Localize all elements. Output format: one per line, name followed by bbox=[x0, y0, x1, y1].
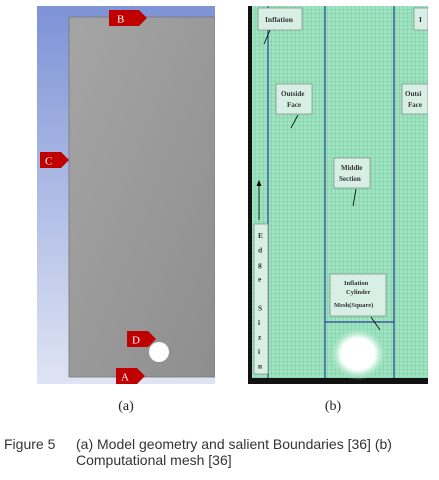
middle-section-line-2: Section bbox=[339, 175, 361, 183]
marker-c-label: C bbox=[45, 156, 52, 168]
edge-sizing-letter: d bbox=[258, 246, 263, 255]
outside-face-line-1: Outside bbox=[281, 90, 304, 98]
outside-face-callout: Outside Face bbox=[275, 83, 313, 129]
caption-text: (a) Model geometry and salient Boundarie… bbox=[76, 436, 392, 468]
marker-d-label: D bbox=[132, 335, 140, 347]
boundary-marker-c: C bbox=[40, 152, 69, 168]
panel-b-sublabel: (b) bbox=[324, 399, 342, 414]
middle-section-callout: Middle Section bbox=[333, 157, 371, 207]
edge-sizing-letter: n bbox=[258, 362, 263, 371]
boundary-marker-a: A bbox=[116, 368, 145, 384]
inflation-cylinder-line-1: Inflation bbox=[344, 280, 369, 287]
edge-sizing-letter: S bbox=[258, 304, 262, 313]
edge-sizing-letter: e bbox=[258, 275, 262, 284]
domain-rectangle bbox=[68, 16, 215, 378]
outside-face-right-callout: Outsi Face bbox=[401, 83, 428, 115]
edge-sizing-letter: z bbox=[258, 333, 262, 342]
computational-mesh-figure: Inflation I Outside Face Outsi Face Midd… bbox=[248, 6, 428, 384]
marker-b-label: B bbox=[117, 14, 124, 26]
inflation-cylinder-callout: Inflation Cylinder Mesh(Square) bbox=[329, 273, 387, 331]
inflation-right-callout: I bbox=[413, 7, 428, 31]
model-geometry-figure: B C D A bbox=[37, 6, 215, 384]
cylinder bbox=[346, 342, 370, 366]
middle-section-line-1: Middle bbox=[341, 164, 362, 172]
panel-a-sublabel: (a) bbox=[118, 399, 134, 414]
edge-sizing-letter: E bbox=[258, 231, 263, 240]
marker-a-label: A bbox=[121, 372, 129, 384]
inflation-callout-text: Inflation bbox=[265, 15, 294, 24]
cylinder-hole bbox=[149, 342, 169, 362]
boundary-marker-d: D bbox=[127, 331, 156, 347]
edge-sizing-letter: i bbox=[258, 318, 260, 327]
inflation-cylinder-line-2: Cylinder bbox=[346, 289, 371, 296]
edge-sizing-letter: g bbox=[258, 260, 262, 269]
outside-face-right-line-2: Face bbox=[408, 101, 422, 109]
edge-sizing-letter: i bbox=[258, 347, 260, 356]
outside-face-right-line-1: Outsi bbox=[405, 90, 421, 98]
inflation-callout: Inflation bbox=[257, 7, 303, 45]
inflation-right-callout-text: I bbox=[419, 15, 422, 24]
boundary-marker-b: B bbox=[109, 10, 147, 26]
inflation-cylinder-line-3: Mesh(Square) bbox=[334, 302, 373, 309]
outside-face-line-2: Face bbox=[287, 101, 301, 109]
caption-label: Figure 5 bbox=[4, 436, 56, 452]
